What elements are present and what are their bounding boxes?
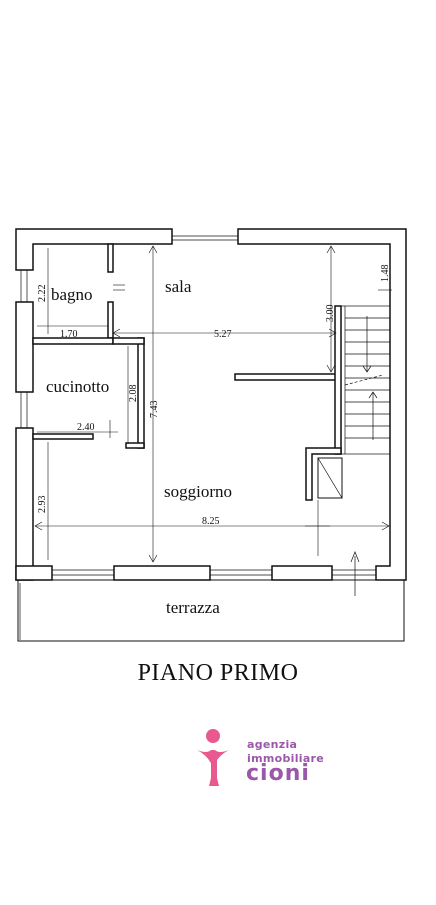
dim-total-width: 8.25 bbox=[202, 516, 220, 527]
room-label-terrazza: terrazza bbox=[166, 598, 220, 617]
terrace-outline bbox=[17, 579, 405, 642]
dim-total-depth: 7.43 bbox=[149, 401, 160, 419]
dim-cucinotto-width: 2.40 bbox=[77, 422, 95, 433]
agency-logo: agenzia immobiliare cioni bbox=[195, 728, 395, 798]
room-label-sala: sala bbox=[165, 277, 192, 296]
dim-bagno-width: 1.70 bbox=[60, 329, 78, 340]
dim-bagno-height: 2.22 bbox=[37, 285, 48, 303]
room-label-cucinotto: cucinotto bbox=[46, 377, 109, 396]
logo-text-line3: cioni bbox=[246, 761, 310, 786]
logo-mark-icon bbox=[197, 729, 229, 786]
staircase bbox=[340, 305, 391, 455]
dim-sala-width: 5.27 bbox=[214, 329, 232, 340]
dim-sala-depth: 3.00 bbox=[325, 305, 336, 323]
dimension-lines bbox=[34, 245, 392, 563]
dim-cucinotto-height: 2.08 bbox=[128, 385, 139, 403]
room-label-bagno: bagno bbox=[51, 285, 93, 304]
page-title: PIANO PRIMO bbox=[137, 660, 299, 686]
outer-walls bbox=[15, 228, 407, 581]
room-label-soggiorno: soggiorno bbox=[164, 482, 232, 501]
top-window bbox=[172, 235, 238, 241]
bottom-windows bbox=[52, 569, 376, 576]
dim-soggiorno-depth: 2.93 bbox=[37, 496, 48, 514]
floor-plan: bagno sala cucinotto soggiorno terrazza … bbox=[15, 228, 407, 642]
up-arrow-icon bbox=[350, 551, 360, 596]
logo-text-line1: agenzia bbox=[247, 738, 298, 751]
left-windows bbox=[20, 270, 28, 428]
dim-stair-width: 1.48 bbox=[380, 265, 391, 283]
logo-text-line2: immobiliare bbox=[247, 752, 325, 765]
